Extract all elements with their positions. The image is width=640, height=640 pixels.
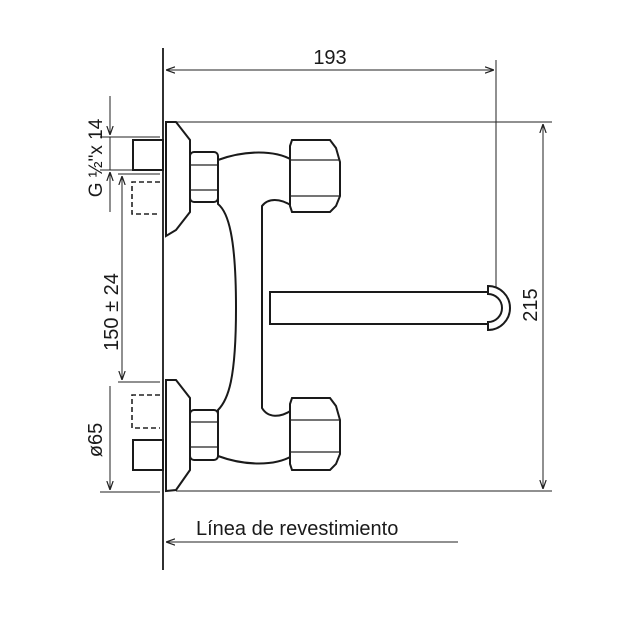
wall-line-label: Línea de revestimiento — [196, 518, 398, 540]
dim-spacing-label: 150 ± 24 — [101, 273, 123, 351]
lower-connection — [131, 379, 219, 493]
dim-thread-label: G ½"x 14 — [86, 118, 107, 197]
dim-width: 193 — [166, 47, 497, 300]
spout — [269, 284, 511, 332]
dim-width-label: 193 — [313, 47, 346, 69]
dim-height: 215 — [176, 121, 552, 492]
dim-diameter-label: ø65 — [85, 423, 107, 457]
dim-spacing: 150 ± 24 — [101, 173, 160, 383]
upper-handle — [289, 139, 341, 213]
upper-connection — [131, 121, 219, 238]
wall-line-callout: Línea de revestimiento — [166, 518, 458, 542]
dim-diameter: ø65 — [85, 386, 160, 493]
dim-height-label: 215 — [520, 288, 542, 321]
lower-handle — [289, 397, 341, 471]
